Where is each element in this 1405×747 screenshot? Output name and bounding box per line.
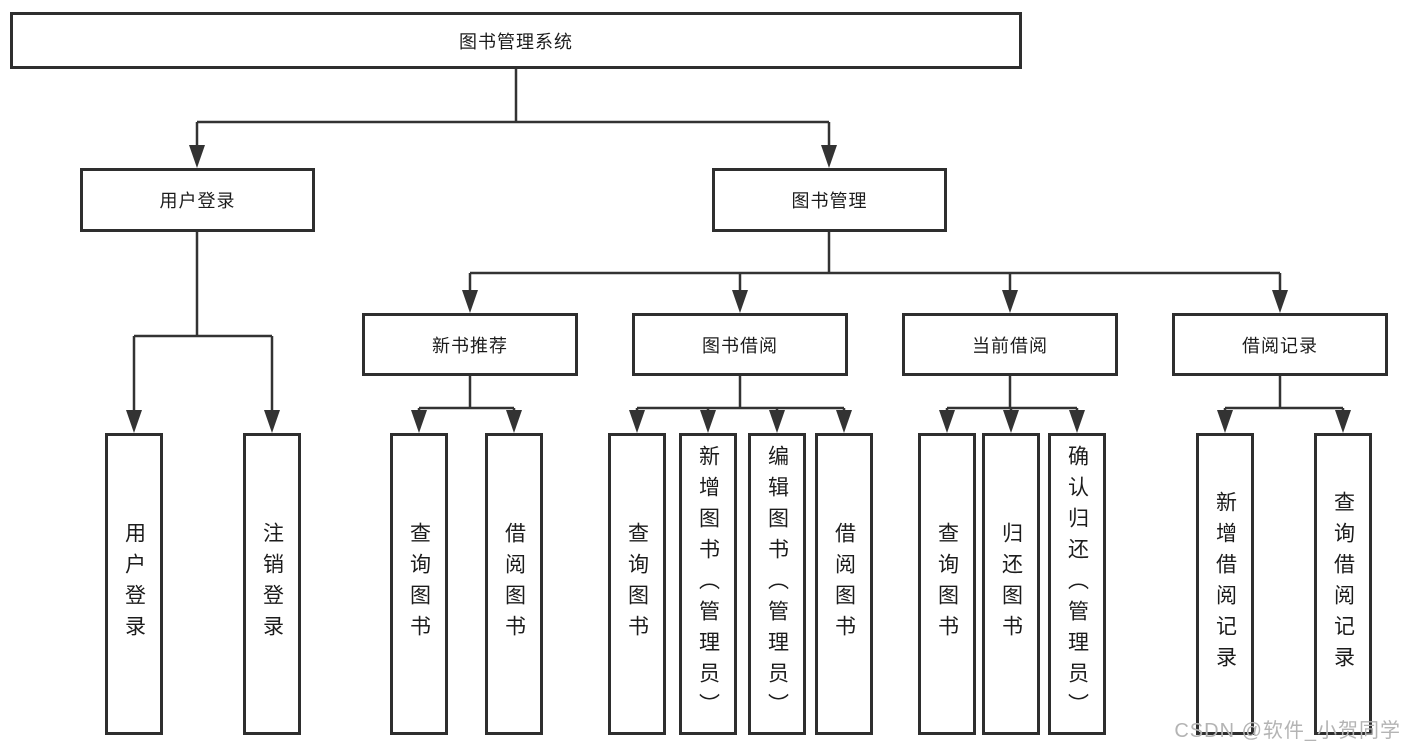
- leaf-logout: 注销登录: [243, 433, 301, 735]
- connector-current-borrow-split: [945, 376, 1079, 414]
- leaf-query-books-recommend-label: 查询图书: [407, 522, 431, 646]
- node-book-borrow-label: 图书借阅: [702, 335, 778, 356]
- leaf-return-book: 归还图书: [982, 433, 1040, 735]
- node-book-management-label: 图书管理: [791, 191, 868, 211]
- leaf-query-books-borrow-label: 查询图书: [625, 522, 649, 646]
- leaf-confirm-return-admin: 确认归还（管理员）: [1048, 433, 1106, 735]
- node-new-book-recommend-label: 新书推荐: [432, 335, 508, 356]
- connector-book-borrow-split: [635, 376, 846, 414]
- leaf-query-borrow-record-label: 查询借阅记录: [1331, 491, 1355, 677]
- leaf-user-login-label: 用户登录: [122, 522, 146, 646]
- leaf-user-login: 用户登录: [105, 433, 163, 735]
- leaf-confirm-return-admin-label: 确认归还（管理员）: [1065, 444, 1089, 724]
- node-root-label: 图书管理系统: [459, 31, 573, 52]
- watermark-text: CSDN @软件_小贺同学: [1174, 720, 1401, 742]
- node-borrow-records-label: 借阅记录: [1242, 335, 1318, 356]
- leaf-return-book-label: 归还图书: [999, 522, 1023, 646]
- leaf-query-books-current: 查询图书: [918, 433, 976, 735]
- leaf-edit-book-admin: 编辑图书（管理员）: [748, 433, 806, 735]
- connector-root-to-level2: [195, 69, 831, 148]
- leaf-borrow-books-borrow: 借阅图书: [815, 433, 873, 735]
- leaf-query-books-current-label: 查询图书: [935, 522, 959, 646]
- leaf-borrow-books-recommend-label: 借阅图书: [502, 522, 526, 646]
- leaf-borrow-books-recommend: 借阅图书: [485, 433, 543, 735]
- leaf-add-book-admin-label: 新增图书（管理员）: [696, 444, 720, 724]
- node-user-login-label: 用户登录: [159, 191, 236, 211]
- leaf-add-borrow-record: 新增借阅记录: [1196, 433, 1254, 735]
- leaf-logout-label: 注销登录: [260, 522, 284, 646]
- leaf-add-borrow-record-label: 新增借阅记录: [1213, 491, 1237, 677]
- connector-book-mgmt-split: [468, 232, 1282, 293]
- connector-user-login-split: [132, 232, 274, 413]
- node-book-management: 图书管理: [712, 168, 947, 232]
- node-current-borrow-label: 当前借阅: [972, 335, 1048, 356]
- leaf-edit-book-admin-label: 编辑图书（管理员）: [765, 444, 789, 724]
- node-user-login: 用户登录: [80, 168, 315, 232]
- connector-records-split: [1223, 376, 1345, 414]
- leaf-query-books-recommend: 查询图书: [390, 433, 448, 735]
- node-current-borrow: 当前借阅: [902, 313, 1118, 376]
- leaf-borrow-books-borrow-label: 借阅图书: [832, 522, 856, 646]
- node-new-book-recommend: 新书推荐: [362, 313, 578, 376]
- leaf-add-book-admin: 新增图书（管理员）: [679, 433, 737, 735]
- leaf-query-borrow-record: 查询借阅记录: [1314, 433, 1372, 735]
- node-root: 图书管理系统: [10, 12, 1022, 69]
- node-book-borrow: 图书借阅: [632, 313, 848, 376]
- node-borrow-records: 借阅记录: [1172, 313, 1388, 376]
- leaf-query-books-borrow: 查询图书: [608, 433, 666, 735]
- connector-new-book-split: [417, 376, 516, 414]
